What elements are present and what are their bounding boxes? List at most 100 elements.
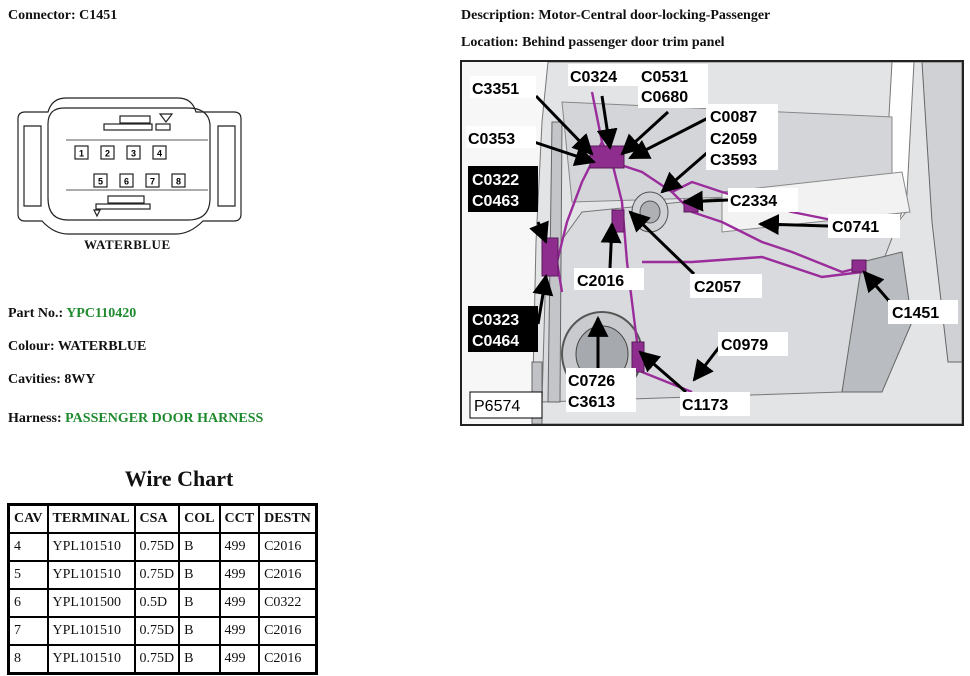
table-cell: C2016: [258, 616, 318, 646]
callout-c0324: C0324: [570, 69, 617, 86]
pin-number: 7: [150, 177, 155, 187]
table-cell: 499: [218, 644, 261, 675]
table-cell: YPL101510: [46, 532, 136, 562]
callout-labels: C3351 C0324 C0531 C0680 C0087 C0353 C205…: [466, 64, 958, 416]
table-cell: B: [178, 532, 221, 562]
callout-c3613: C3613: [568, 394, 615, 411]
table-cell: 8: [7, 644, 49, 675]
table-cell: YPL101510: [46, 616, 136, 646]
table-cell: 5: [7, 560, 49, 590]
table-cell: 499: [218, 616, 261, 646]
description-label: Description:: [461, 8, 535, 23]
column-header-col: COL: [178, 503, 221, 534]
table-cell: C2016: [258, 560, 318, 590]
callout-c2057: C2057: [694, 279, 741, 296]
table-cell: C0322: [258, 588, 318, 618]
table-cell: 0.75D: [133, 560, 181, 590]
callout-c0463: C0463: [472, 193, 519, 210]
table-cell: 499: [218, 532, 261, 562]
table-cell: B: [178, 616, 221, 646]
pin-cavity: [100, 145, 115, 160]
column-header-cct: CCT: [218, 503, 261, 534]
pin-number: 4: [157, 149, 162, 159]
part-number-value: YPC110420: [66, 306, 137, 321]
connector-color-caption: WATERBLUE: [84, 237, 171, 252]
callout-c0531: C0531: [641, 69, 688, 86]
cavities-line: Cavities: 8WY: [8, 372, 96, 388]
pin-number: 6: [124, 177, 129, 187]
pin-number: 3: [131, 149, 136, 159]
colour-label: Colour:: [8, 339, 55, 354]
description-value: Motor-Central door-locking-Passenger: [538, 8, 771, 23]
wire-chart-title: Wire Chart: [124, 466, 234, 491]
location-line: Location: Behind passenger door trim pan…: [461, 35, 725, 51]
pin-number: 2: [105, 149, 110, 159]
door-location-diagram: C3351 C0324 C0531 C0680 C0087 C0353 C205…: [460, 60, 964, 426]
description-line: Description: Motor-Central door-locking-…: [461, 8, 770, 24]
callout-c0087: C0087: [710, 109, 757, 126]
table-cell: 0.5D: [133, 588, 181, 618]
table-cell: C2016: [258, 532, 318, 562]
callout-leaders: [529, 94, 892, 394]
column-header-destn: DESTN: [258, 503, 318, 534]
table-cell: 7: [7, 616, 49, 646]
column-header-terminal: TERMINAL: [46, 503, 136, 534]
column-header-cav: CAV: [7, 503, 49, 534]
harness-value: PASSENGER DOOR HARNESS: [65, 411, 264, 426]
callout-c0741: C0741: [832, 219, 879, 236]
part-number-label: Part No.:: [8, 306, 64, 321]
pin-cavity: [126, 145, 141, 160]
table-cell: 0.75D: [133, 616, 181, 646]
location-value: Behind passenger door trim panel: [522, 35, 725, 50]
callout-c3351: C3351: [472, 81, 519, 98]
table-cell: B: [178, 588, 221, 618]
pin-cavity: [119, 173, 134, 188]
cavities-label: Cavities:: [8, 372, 61, 387]
pin-cavity: [74, 145, 89, 160]
location-label: Location:: [461, 35, 519, 50]
table-cell: YPL101510: [46, 560, 136, 590]
table-cell: B: [178, 560, 221, 590]
pin-number: 8: [176, 177, 181, 187]
pin-cavity: [152, 145, 167, 160]
table-cell: YPL101500: [46, 588, 136, 618]
callout-c0726: C0726: [568, 373, 615, 390]
table-cell: 0.75D: [133, 532, 181, 562]
table-cell: 6: [7, 588, 49, 618]
door-illustration: C3351 C0324 C0531 C0680 C0087 C0353 C205…: [466, 62, 962, 424]
table-cell: B: [178, 644, 221, 675]
colour-value: WATERBLUE: [57, 339, 147, 354]
callout-c1173: C1173: [682, 397, 728, 414]
table-cell: 499: [218, 588, 261, 618]
connector-id: C1451: [79, 8, 118, 23]
callout-c0353: C0353: [468, 131, 515, 148]
pin-cavity: [93, 173, 108, 188]
table-cell: 0.75D: [133, 644, 181, 675]
harness-label: Harness:: [8, 411, 62, 426]
colour-line: Colour: WATERBLUE: [8, 339, 146, 355]
table-cell: YPL101510: [46, 644, 136, 675]
table-cell: 499: [218, 560, 261, 590]
part-number-line: Part No.: YPC110420: [8, 306, 136, 322]
cavities-value: 8WY: [64, 372, 96, 387]
table-cell: C2016: [258, 644, 318, 675]
callout-c2334: C2334: [730, 193, 777, 210]
callout-c0464: C0464: [472, 333, 519, 350]
column-header-csa: CSA: [133, 503, 181, 534]
callout-c2059: C2059: [710, 131, 757, 148]
connector-label: Connector:: [8, 8, 76, 23]
callout-c0680: C0680: [641, 89, 688, 106]
harness-line: Harness: PASSENGER DOOR HARNESS: [8, 411, 263, 427]
table-cell: 4: [7, 532, 49, 562]
callout-c0323: C0323: [472, 312, 519, 329]
callout-c0979: C0979: [721, 337, 768, 354]
pin-number: 1: [79, 149, 84, 159]
pin-cavity: [145, 173, 160, 188]
